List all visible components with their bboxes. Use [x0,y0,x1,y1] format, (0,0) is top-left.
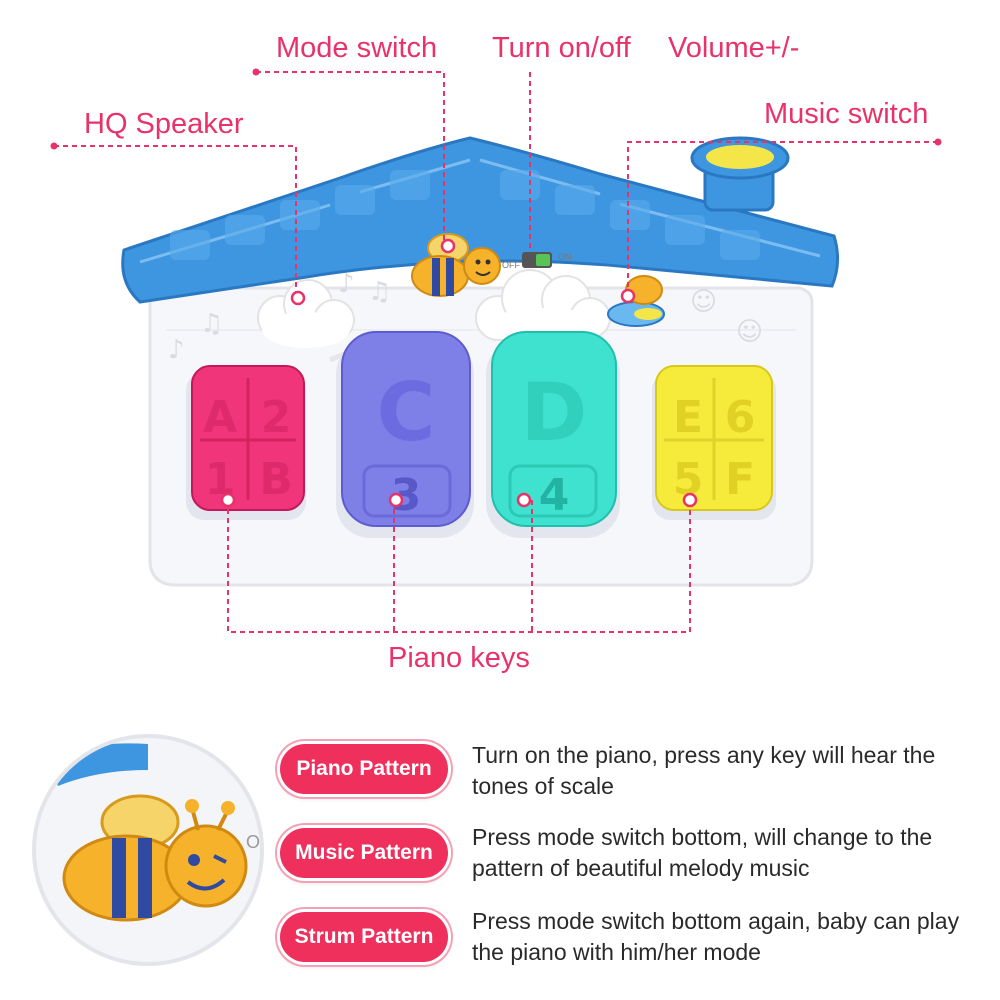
piano-key-4[interactable] [652,365,776,520]
key3-letter-d: D [521,366,587,459]
svg-text:☺: ☺ [736,317,763,347]
music-pattern-badge: Music Pattern [280,828,448,878]
key1-letter-2: 2 [261,392,292,443]
piano-key-3[interactable] [486,331,620,538]
piano-key-1[interactable] [186,365,306,520]
switch-on-label: ON [558,252,572,262]
leader-lines [54,71,938,633]
piano-pattern-description: Turn on the piano, press any key will he… [472,742,936,799]
hq-speaker-label: HQ Speaker [84,108,244,140]
svg-text:♫: ♫ [200,309,223,339]
piano-pattern-badge: Piano Pattern [280,744,448,794]
key1-letter-b: B [259,454,293,505]
inset-on-label: ON [246,832,268,852]
strum-pattern-badge: Strum Pattern [280,912,448,962]
svg-text:♫: ♫ [368,277,391,307]
svg-text:♪: ♪ [338,269,355,299]
house-roof [121,136,839,304]
svg-text:♪: ♪ [168,335,185,365]
switch-off-label: OFF [502,260,520,270]
piano-keys-label: Piano keys [388,642,530,674]
key2-letter-c: C [377,366,436,459]
volume-label: Volume+/- [668,32,800,64]
mode-switch-closeup: ON [32,734,268,966]
strum-pattern-description: Press mode switch bottom again, baby can… [472,908,960,965]
turn-on-off-label: Turn on/off [492,32,631,64]
key4-letter-6: 6 [725,392,756,443]
music-notes: ♫ ♪ ♪ ♫ ☺ ☺ [168,269,763,365]
music-switch-label: Music switch [764,98,929,130]
music-pattern-description: Press mode switch bottom, will change to… [472,824,933,881]
leader-dots [50,68,942,150]
chimney [690,136,790,212]
key1-letter-a: A [203,392,237,443]
toy-illustration: ♫ ♪ ♪ ♫ ☺ ☺ OFF ON [50,68,942,633]
piano-key-2[interactable] [336,331,474,538]
svg-text:☺: ☺ [690,287,717,317]
key4-letter-e: E [673,392,703,443]
mode-switch-label: Mode switch [276,32,438,64]
key4-letter-f: F [725,454,755,505]
callout-rings [220,238,698,508]
power-switch[interactable]: OFF ON [502,252,572,270]
key3-number-4: 4 [539,470,570,521]
